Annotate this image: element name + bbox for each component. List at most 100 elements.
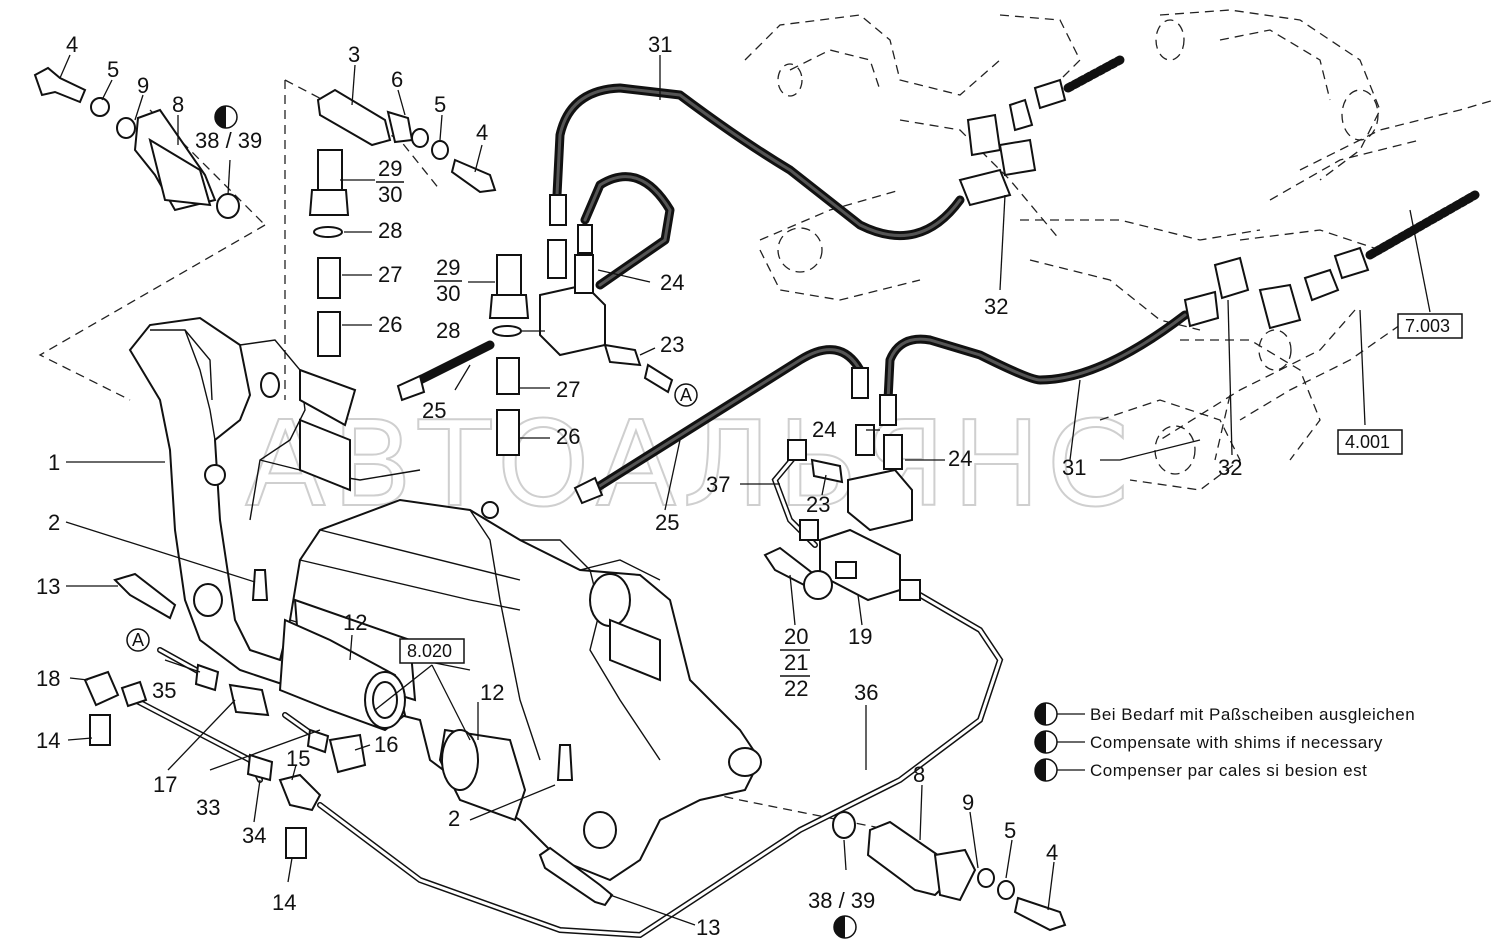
reference-box-8020: 8.020	[399, 638, 465, 664]
pipe-36	[317, 579, 1004, 939]
shim-notes: Bei Bedarf mit Paßscheiben ausgleichen C…	[1034, 702, 1415, 782]
label-5: 5	[107, 57, 119, 82]
label-16: 16	[374, 732, 398, 757]
label-4: 4	[1046, 840, 1058, 865]
circle-a-label: A	[680, 385, 692, 405]
label-34: 34	[242, 823, 266, 848]
hose-24-loop	[547, 172, 675, 294]
half-circle-marker-bottom	[833, 915, 857, 939]
pin-group-top-left	[33, 66, 240, 219]
fittings-32-upper	[958, 78, 1067, 207]
fitting-24-lower-b	[883, 434, 903, 470]
label-21: 21	[784, 650, 808, 675]
label-4: 4	[476, 120, 488, 145]
label-27: 27	[378, 262, 402, 287]
hose-25-long	[573, 345, 869, 505]
leader-lines	[59, 54, 1431, 926]
label-30: 30	[436, 281, 460, 306]
hose-31-lower	[879, 310, 1190, 426]
part-labels: 4 5 9 8 38 / 39 3 6 5 4 29 30 28 27 26 2…	[36, 32, 1242, 940]
label-18: 18	[36, 666, 60, 691]
label-26: 26	[556, 424, 580, 449]
label-13: 13	[36, 574, 60, 599]
pin-group-top-center	[316, 88, 497, 194]
label-35: 35	[152, 678, 176, 703]
reference-box-4001: 4.001	[1337, 429, 1403, 455]
label-24: 24	[948, 446, 972, 471]
label-9: 9	[962, 790, 974, 815]
hose-31-upper	[549, 83, 965, 241]
label-31: 31	[648, 32, 672, 57]
label-24: 24	[660, 270, 684, 295]
fitting-column-left	[299, 149, 357, 427]
reference-4001: 4.001	[1345, 432, 1390, 452]
label-4: 4	[66, 32, 78, 57]
label-17: 17	[153, 772, 177, 797]
fitting-24-lower-a	[855, 424, 875, 456]
label-1: 1	[48, 450, 60, 475]
fitting-23-upper	[603, 343, 642, 367]
label-28: 28	[436, 318, 460, 343]
label-5: 5	[1004, 818, 1016, 843]
label-14: 14	[36, 728, 60, 753]
label-5: 5	[434, 92, 446, 117]
connector-marker-a: A A	[126, 383, 698, 652]
grease-nipple-2-lower	[556, 744, 574, 781]
note-fr: Compenser par cales si besion est	[1090, 761, 1367, 780]
label-28: 28	[378, 218, 402, 243]
label-20: 20	[784, 624, 808, 649]
label-8: 8	[172, 92, 184, 117]
reference-7003: 7.003	[1405, 316, 1450, 336]
label-24: 24	[812, 417, 836, 442]
hose-25-short	[396, 340, 495, 402]
label-29: 29	[436, 255, 460, 280]
label-22: 22	[784, 676, 808, 701]
fitting-14-bottom	[285, 827, 307, 859]
label-38-39: 38 / 39	[808, 888, 875, 913]
label-8: 8	[913, 762, 925, 787]
valve-block-lower	[847, 468, 913, 532]
reference-8020: 8.020	[407, 641, 452, 661]
cylinder-12-upper	[278, 618, 407, 732]
label-2: 2	[48, 510, 60, 535]
pin-group-bottom-right	[832, 811, 1067, 932]
label-37: 37	[706, 472, 730, 497]
elbow-18	[83, 670, 120, 707]
label-31: 31	[1062, 455, 1086, 480]
reference-box-7003: 7.003	[1397, 313, 1463, 339]
fitting-14-left	[89, 714, 111, 746]
label-30: 30	[378, 182, 402, 207]
circle-a-label: A	[132, 630, 144, 650]
fitting-column-center	[488, 254, 530, 456]
label-2: 2	[448, 806, 460, 831]
assembly-guide-lines	[38, 79, 1401, 831]
label-12: 12	[343, 610, 367, 635]
label-6: 6	[391, 67, 403, 92]
corrugated-hose-upper	[1063, 55, 1125, 93]
label-36: 36	[854, 680, 878, 705]
label-32: 32	[984, 294, 1008, 319]
tee-15	[278, 773, 322, 812]
label-27: 27	[556, 377, 580, 402]
grease-nipple-2-upper	[251, 569, 269, 601]
note-de: Bei Bedarf mit Paßscheiben ausgleichen	[1090, 705, 1415, 724]
label-32: 32	[1218, 455, 1242, 480]
fitting-23-lower	[810, 458, 844, 484]
valve-block-upper	[539, 283, 606, 357]
half-circle-marker-top	[214, 105, 238, 129]
cylinder-12-lower	[438, 728, 527, 822]
label-33: 33	[196, 795, 220, 820]
bolt-13-upper	[113, 572, 177, 620]
fittings-32-lower	[1183, 246, 1370, 330]
label-9: 9	[137, 73, 149, 98]
label-12: 12	[480, 680, 504, 705]
background-machine-outline	[744, 9, 1494, 491]
corrugated-hose-lower	[1365, 190, 1480, 260]
label-3: 3	[348, 42, 360, 67]
label-19: 19	[848, 624, 872, 649]
label-13: 13	[696, 915, 720, 940]
label-25: 25	[655, 510, 679, 535]
connector-a-upper	[643, 363, 674, 394]
